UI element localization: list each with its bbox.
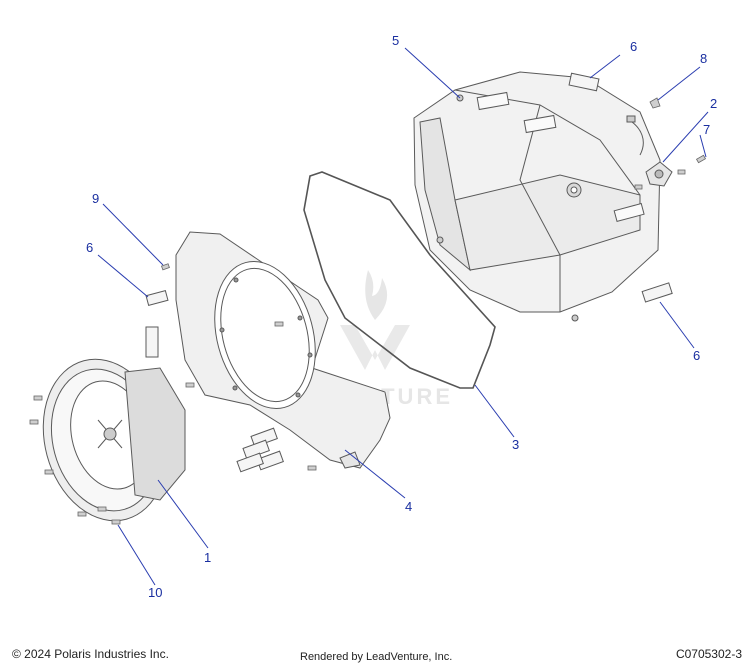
callout-9[interactable]: 9 — [92, 191, 99, 206]
callout-6-top[interactable]: 6 — [630, 39, 637, 54]
speaker[interactable] — [26, 345, 186, 534]
foam-pad-right[interactable] — [641, 282, 673, 303]
gasket[interactable] — [303, 171, 496, 389]
callout-8[interactable]: 8 — [700, 51, 707, 66]
callout-6-left[interactable]: 6 — [86, 240, 93, 255]
speaker-terminal[interactable] — [626, 115, 673, 187]
copyright-text: © 2024 Polaris Industries Inc. — [12, 647, 169, 661]
callout-6-right[interactable]: 6 — [693, 348, 700, 363]
foam-pads-lower[interactable] — [236, 427, 284, 473]
callout-2[interactable]: 2 — [710, 96, 717, 111]
foam-pad-left[interactable] — [145, 289, 169, 358]
callout-5[interactable]: 5 — [392, 33, 399, 48]
callout-3[interactable]: 3 — [512, 437, 519, 452]
foam-pad-top[interactable] — [568, 72, 600, 92]
leader-lines — [97, 47, 709, 586]
rendered-by-text: Rendered by LeadVenture, Inc. — [300, 651, 453, 663]
diagram-code: C0705302-3 — [675, 647, 742, 661]
screws — [29, 97, 707, 525]
callout-1[interactable]: 1 — [204, 550, 211, 565]
callout-10[interactable]: 10 — [148, 585, 162, 600]
callout-4[interactable]: 4 — [405, 499, 412, 514]
callout-7[interactable]: 7 — [703, 122, 710, 137]
speaker-enclosure-housing[interactable] — [413, 71, 661, 322]
speaker-baffle[interactable] — [175, 231, 391, 469]
